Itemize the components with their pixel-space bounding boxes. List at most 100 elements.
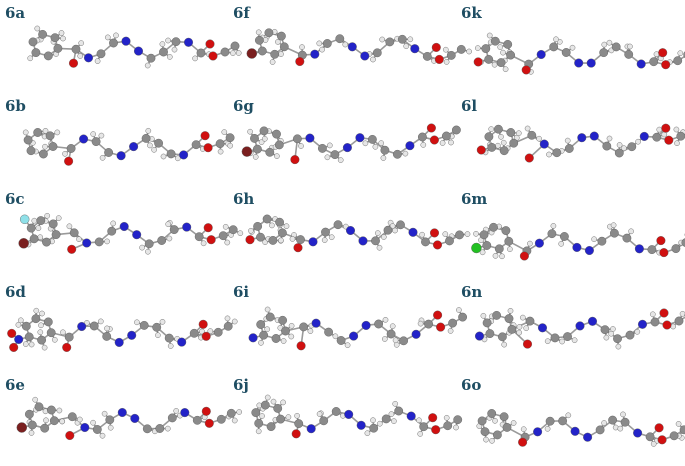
carbon-atom: [39, 149, 48, 159]
oxygen-atom: [522, 339, 532, 349]
hydrogen-atom: [520, 426, 527, 433]
hydrogen-atom: [342, 41, 349, 48]
carbon-atom: [419, 422, 429, 432]
hydrogen-atom: [66, 223, 73, 230]
carbon-atom: [266, 422, 276, 431]
hydrogen-atom: [274, 153, 280, 159]
nitrogen-atom: [80, 423, 90, 433]
nitrogen-atom: [405, 141, 415, 151]
carbon-atom: [506, 50, 515, 60]
hydrogen-atom: [22, 341, 29, 347]
hydrogen-atom: [307, 328, 314, 334]
nitrogen-atom: [117, 408, 127, 418]
fluorine-atom: [20, 214, 30, 224]
hydrogen-atom: [144, 62, 151, 69]
carbon-atom: [71, 44, 81, 54]
chlorine-atom: [471, 242, 482, 254]
hydrogen-atom: [376, 244, 383, 251]
carbon-atom: [139, 321, 149, 330]
carbon-atom: [627, 142, 637, 152]
hydrogen-atom: [379, 36, 385, 43]
oxygen-atom: [428, 413, 438, 423]
carbon-atom: [561, 48, 571, 57]
carbon-atom: [613, 334, 622, 344]
carbon-atom: [191, 140, 201, 150]
compound-label: 6k: [461, 4, 482, 22]
molecule-structure: [27, 25, 242, 69]
hydrogen-atom: [601, 420, 607, 426]
molecule-structure: [476, 409, 685, 447]
carbon-atom: [265, 147, 275, 157]
hydrogen-atom: [38, 322, 44, 329]
carbon-atom: [34, 402, 44, 412]
hydrogen-atom: [134, 319, 140, 326]
hydrogen-atom: [235, 50, 242, 56]
carbon-atom: [480, 427, 490, 437]
hydrogen-atom: [380, 234, 387, 240]
molecule-panel: 6e: [0, 372, 242, 465]
nitrogen-atom: [342, 143, 352, 153]
carbon-atom: [272, 129, 281, 139]
carbon-atom: [547, 229, 557, 239]
molecule-panel: 6m: [456, 186, 685, 279]
hydrogen-atom: [527, 240, 533, 247]
hydrogen-atom: [151, 147, 157, 153]
nitrogen-atom: [575, 321, 585, 331]
carbon-atom: [507, 325, 517, 334]
carbon-atom: [321, 227, 330, 237]
nitrogen-atom: [639, 131, 649, 141]
hydrogen-atom: [269, 59, 276, 65]
oxygen-atom: [661, 123, 671, 133]
nitrogen-atom: [182, 222, 192, 232]
molecule-structure: [18, 212, 244, 255]
hydrogen-atom: [362, 140, 369, 147]
carbon-atom: [493, 430, 502, 440]
hydrogen-atom: [564, 137, 571, 144]
carbon-atom: [381, 414, 391, 424]
hydrogen-atom: [344, 342, 351, 348]
hydrogen-atom: [288, 323, 295, 329]
hydrogen-atom: [173, 408, 179, 414]
hydrogen-atom: [324, 154, 331, 161]
carbon-atom: [53, 44, 63, 53]
hydrogen-atom: [464, 231, 471, 237]
carbon-atom: [194, 232, 204, 242]
hydrogen-atom: [603, 334, 610, 341]
hydrogen-atom: [675, 421, 682, 427]
carbon-atom: [485, 329, 495, 338]
carbon-atom: [24, 332, 34, 342]
molecule-structure: [16, 396, 242, 441]
hydrogen-atom: [319, 46, 325, 53]
hydrogen-atom: [507, 307, 514, 314]
carbon-atom: [105, 415, 115, 425]
oxygen-atom: [657, 435, 667, 445]
hydrogen-atom: [372, 144, 379, 150]
nitrogen-atom: [536, 50, 546, 60]
molecule-panel: 6i: [228, 279, 468, 372]
hydrogen-atom: [442, 46, 449, 53]
carbon-atom: [499, 412, 509, 422]
carbon-atom: [23, 135, 33, 145]
carbon-atom: [333, 220, 343, 230]
hydrogen-atom: [558, 241, 564, 247]
molecule-panel: 6c: [0, 186, 244, 279]
carbon-atom: [255, 35, 264, 45]
carbon-atom: [279, 42, 289, 52]
oxygen-atom: [518, 437, 528, 447]
nitrogen-atom: [119, 222, 129, 232]
hydrogen-atom: [159, 319, 166, 325]
hydrogen-atom: [283, 223, 290, 230]
nitrogen-atom: [358, 236, 368, 246]
carbon-atom: [26, 223, 36, 233]
hydrogen-atom: [252, 154, 259, 160]
carbon-atom: [281, 326, 290, 336]
molecule-panel: 6n: [456, 279, 685, 372]
molecule-panel: 6d: [0, 279, 238, 372]
hydrogen-atom: [35, 225, 42, 232]
carbon-atom: [43, 51, 53, 61]
compound-label: 6b: [5, 97, 26, 115]
carbon-atom: [102, 332, 112, 341]
carbon-atom: [509, 138, 519, 148]
hydrogen-atom: [489, 438, 495, 444]
hydrogen-atom: [34, 25, 41, 32]
